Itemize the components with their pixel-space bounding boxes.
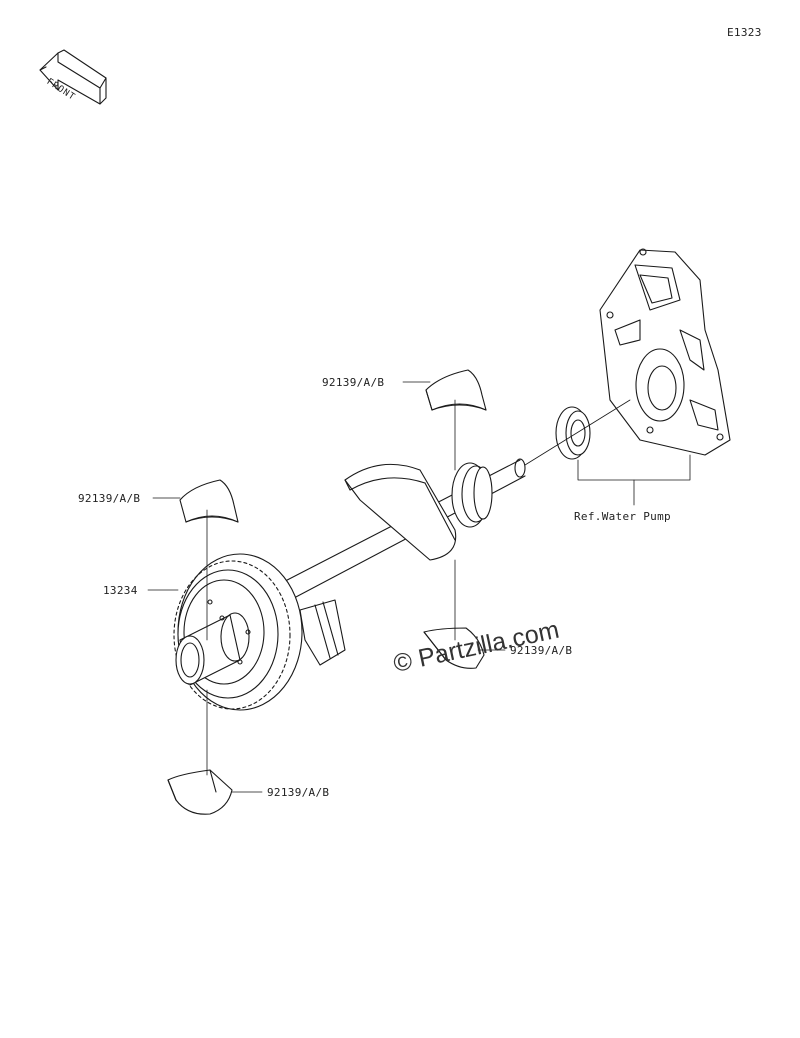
label-bearing-bottom: 92139/A/B	[267, 786, 330, 799]
water-pump-cover	[599, 248, 731, 456]
label-bearing-right: 92139/A/B	[510, 644, 573, 657]
bearing-shell-bottom	[167, 769, 233, 815]
driven-gear	[173, 553, 303, 711]
label-water-pump: Ref.Water Pump	[574, 510, 671, 523]
front-arrow-icon	[39, 49, 107, 105]
diagram-code: E1323	[727, 26, 762, 39]
label-bearing-top: 92139/A/B	[322, 376, 385, 389]
bearing-shell-right	[423, 627, 485, 669]
bearing-shell-top	[425, 369, 487, 411]
label-bearing-left: 92139/A/B	[78, 492, 141, 505]
label-gear: 13234	[103, 584, 138, 597]
bearing-shell-left	[179, 479, 239, 523]
leader-lines	[147, 381, 691, 793]
oil-seal	[555, 406, 591, 460]
